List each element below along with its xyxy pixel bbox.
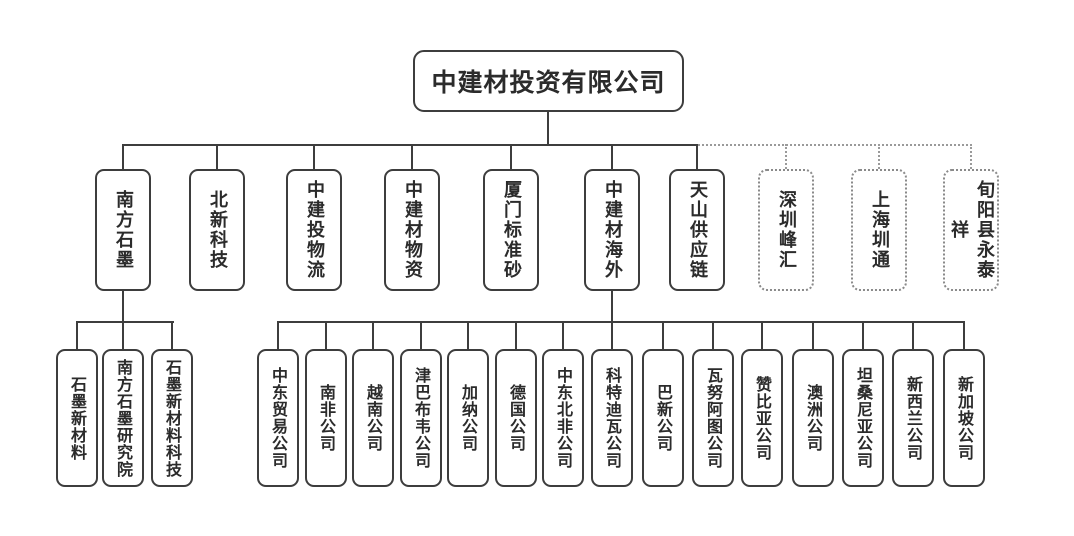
connector-level2-bus [122,144,698,146]
org-node-overseas-sub: 科特迪瓦公司 [591,349,633,487]
org-node-subsidiary: 中建材海外 [584,169,640,291]
org-node-overseas-sub: 新西兰公司 [892,349,934,487]
org-node-root: 中建材投资有限公司 [413,50,684,112]
connector-drop [325,321,327,349]
org-node-graphite-sub: 石墨新材料科技 [151,349,193,487]
connector-drop [963,321,965,349]
connector-drop [122,321,124,349]
connector-drop [76,321,78,349]
connector-drop-dotted [785,144,787,169]
connector-graphite-bus [76,321,174,323]
org-node-subsidiary-dotted: 旬阳县永泰祥 [943,169,999,291]
connector-drop [662,321,664,349]
org-node-overseas-sub: 澳洲公司 [792,349,834,487]
connector-graphite-drop [122,291,124,323]
org-node-subsidiary: 中建投物流 [286,169,342,291]
org-node-overseas-sub: 瓦努阿图公司 [692,349,734,487]
connector-root-drop [547,112,549,146]
org-node-overseas-sub: 巴新公司 [642,349,684,487]
org-node-graphite-sub: 石墨新材料 [56,349,98,487]
connector-drop [171,321,173,349]
connector-drop [411,144,413,170]
connector-drop [510,144,512,170]
connector-overseas-drop [611,291,613,323]
org-node-overseas-sub: 德国公司 [495,349,537,487]
org-node-overseas-sub: 新加坡公司 [943,349,985,487]
connector-drop [611,321,613,349]
connector-drop [122,144,124,170]
connector-drop [761,321,763,349]
org-node-overseas-sub: 越南公司 [352,349,394,487]
connector-level2-bus-dotted [698,144,972,146]
connector-drop [862,321,864,349]
connector-drop [562,321,564,349]
org-node-subsidiary-dotted: 上海圳通 [851,169,907,291]
connector-drop [277,321,279,349]
org-node-subsidiary: 厦门标准砂 [483,169,539,291]
org-node-overseas-sub: 赞比亚公司 [741,349,783,487]
org-node-overseas-sub: 中东北非公司 [542,349,584,487]
org-node-subsidiary: 中建材物资 [384,169,440,291]
connector-drop [372,321,374,349]
connector-drop [515,321,517,349]
org-node-subsidiary-dotted: 深圳峰汇 [758,169,814,291]
connector-overseas-bus [277,321,965,323]
org-node-overseas-sub: 津巴布韦公司 [400,349,442,487]
connector-drop [216,144,218,170]
org-node-overseas-sub: 加纳公司 [447,349,489,487]
org-node-graphite-sub: 南方石墨研究院 [102,349,144,487]
connector-drop [467,321,469,349]
connector-drop-dotted [878,144,880,169]
org-node-subsidiary: 北新科技 [189,169,245,291]
connector-drop [420,321,422,349]
org-node-overseas-sub: 中东贸易公司 [257,349,299,487]
org-node-overseas-sub: 坦桑尼亚公司 [842,349,884,487]
connector-drop [696,144,698,170]
connector-drop [611,144,613,170]
org-node-subsidiary: 南方石墨 [95,169,151,291]
connector-drop [912,321,914,349]
org-node-overseas-sub: 南非公司 [305,349,347,487]
connector-drop [313,144,315,170]
org-node-subsidiary: 天山供应链 [669,169,725,291]
connector-drop [712,321,714,349]
connector-drop-dotted [970,144,972,169]
connector-drop [812,321,814,349]
